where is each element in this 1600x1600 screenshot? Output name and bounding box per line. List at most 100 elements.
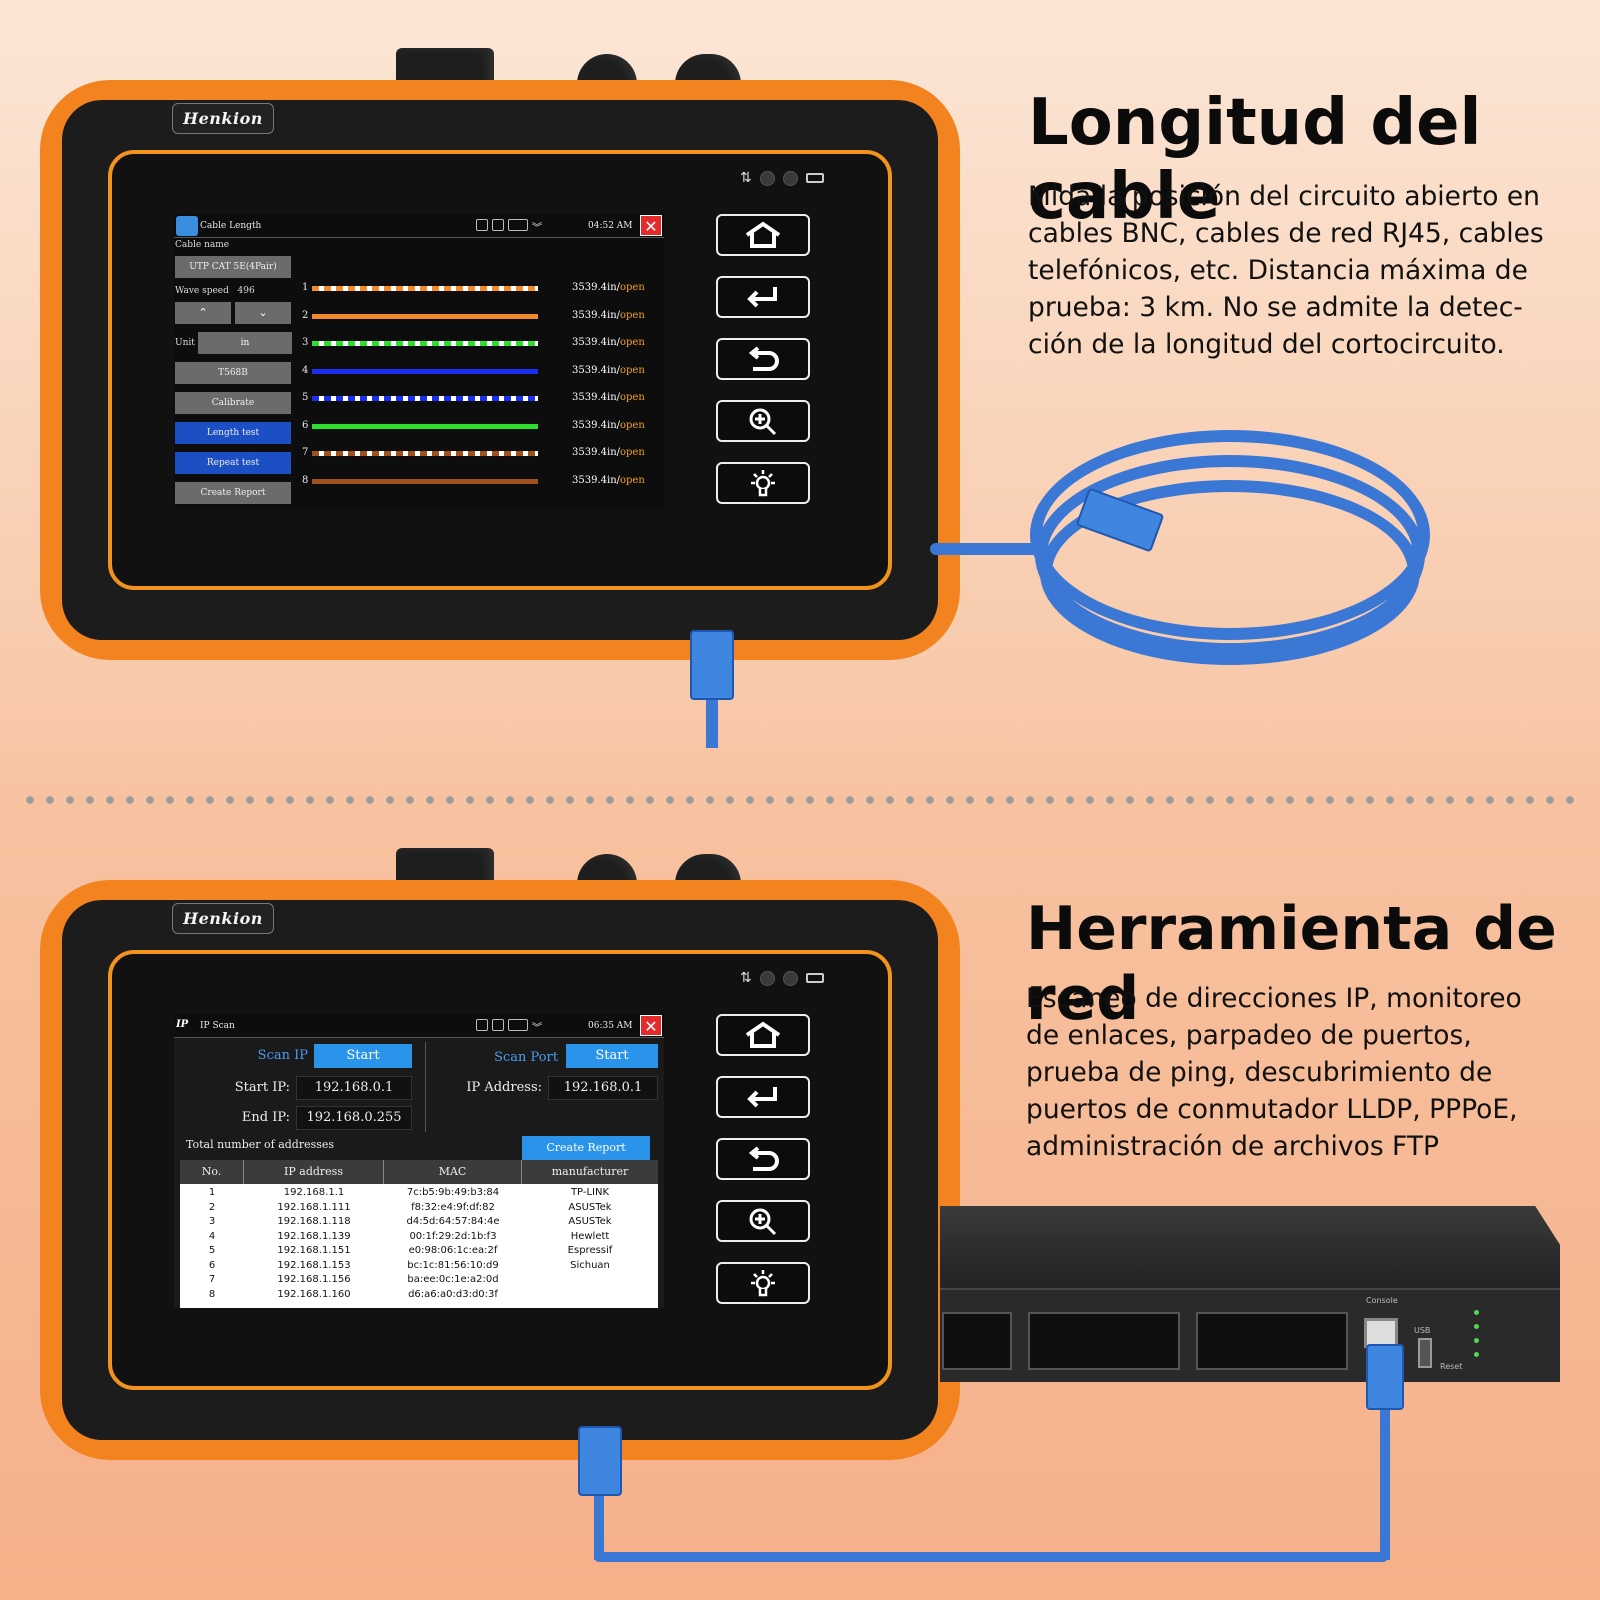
end-ip-input[interactable]: 192.168.0.255 [296, 1106, 412, 1130]
led-indicator [782, 970, 798, 986]
zoom-button[interactable] [716, 400, 810, 442]
cable-segment [930, 543, 1040, 555]
cable-name-select[interactable]: UTP CAT 5E(4Pair) [175, 256, 291, 278]
pair-number: 3 [302, 337, 309, 348]
wifi-icon: ︾ [532, 223, 542, 234]
back-icon [748, 1146, 779, 1171]
indicator-leds: ⇅ [740, 170, 824, 186]
cell-manufacturer: TP-LINK [570, 1187, 610, 1198]
cell-mac: bc:1c:81:56:10:d9 [407, 1259, 499, 1271]
cell-manufacturer: ASUSTek [568, 1216, 612, 1227]
rj45-plug [1366, 1344, 1404, 1410]
network-icon: ⇅ [740, 170, 752, 186]
wave-speed-down-button[interactable]: ⌄ [235, 302, 291, 324]
close-button[interactable]: ✕ [640, 215, 662, 236]
cell-no: 2 [208, 1201, 216, 1213]
panel-cable-length: Henkion ⇅ Cable Length ︾ 04:52 AM ✕ [40, 48, 1544, 748]
tester-device: Henkion ⇅ Cable Length ︾ 04:52 AM ✕ [40, 48, 960, 660]
column-header: manufacturer [551, 1165, 629, 1178]
charging-icon [805, 973, 824, 983]
cable-segment [594, 1496, 604, 1560]
pair-length: 3539.4in/open [572, 282, 645, 293]
cable-name-label: Cable name [175, 240, 230, 250]
enter-button[interactable] [716, 276, 810, 318]
cable-length-app-icon [176, 216, 198, 236]
hardware-buttons [716, 1014, 810, 1304]
repeat-test-button[interactable]: Repeat test [175, 452, 291, 474]
status-bar: IP IP Scan ︾ 06:35 AM ✕ [174, 1014, 664, 1038]
scan-port-start-button[interactable]: Start [566, 1044, 658, 1068]
wire-pair-row: 5 3539.4in/open [302, 392, 658, 406]
cell-manufacturer: ASUSTek [568, 1201, 612, 1213]
cell-ip: 192.168.1.160 [277, 1288, 351, 1300]
rj45-plug [578, 1426, 622, 1496]
cell-ip: 192.168.1.1 [283, 1187, 345, 1198]
length-value: 3539.4in/ [572, 447, 620, 458]
zoom-button[interactable] [716, 1200, 810, 1242]
usb-port [1418, 1338, 1432, 1368]
enter-button[interactable] [716, 1076, 810, 1118]
cable-segment [706, 700, 718, 748]
usb-label: USB [1414, 1326, 1431, 1335]
brand-logo: Henkion [172, 103, 274, 134]
home-button[interactable] [716, 1014, 810, 1056]
description-line: puertos de conmutador LLDP, PPPoE, [1026, 1094, 1518, 1125]
led-indicator [759, 970, 775, 986]
length-value: 3539.4in/ [572, 364, 620, 376]
wave-speed-up-button[interactable]: ⌃ [175, 302, 231, 324]
pair-length: 3539.4in/open [572, 392, 645, 403]
network-status-icon [492, 1019, 504, 1031]
wifi-icon: ︾ [532, 1023, 542, 1034]
calibrate-button[interactable]: Calibrate [175, 392, 291, 414]
length-test-button[interactable]: Length test [175, 422, 291, 444]
cell-no: 5 [208, 1245, 216, 1256]
home-button[interactable] [716, 214, 810, 256]
cell-ip: 192.168.1.153 [277, 1259, 351, 1271]
pair-number: 5 [302, 392, 309, 403]
wire-color-bar [312, 423, 538, 429]
dotted-divider [20, 796, 1580, 804]
standard-button[interactable]: T568B [175, 362, 291, 384]
battery-icon [508, 1019, 528, 1031]
length-value: 3539.4in/ [572, 309, 620, 321]
start-ip-label: Start IP: [234, 1080, 290, 1095]
unit-select[interactable]: in [198, 332, 292, 354]
cell-manufacturer: Hewlett [570, 1230, 610, 1242]
back-button[interactable] [716, 1138, 810, 1180]
close-button[interactable]: ✕ [640, 1015, 662, 1036]
pair-status: open [620, 474, 645, 486]
length-value: 3539.4in/ [572, 392, 620, 403]
pair-number: 7 [302, 447, 309, 458]
start-ip-input[interactable]: 192.168.0.1 [296, 1076, 412, 1100]
description-line: telefónicos, etc. Distancia máxima de [1028, 255, 1528, 286]
cell-no: 3 [208, 1216, 216, 1227]
scan-ip-start-button[interactable]: Start [314, 1044, 412, 1068]
ip-scan-app-icon: IP [176, 1019, 189, 1030]
indicator-leds: ⇅ [740, 970, 824, 986]
wire-color-bar [312, 341, 538, 346]
cell-no: 1 [208, 1187, 216, 1198]
panel-network-tool: Henkion ⇅ IP IP Scan ︾ 06:35 AM ✕ [0, 800, 1600, 1600]
back-button[interactable] [716, 338, 810, 380]
create-report-button[interactable]: Create Report [175, 482, 291, 504]
length-value: 3539.4in/ [572, 337, 620, 348]
pair-length: 3539.4in/open [572, 420, 645, 431]
light-button[interactable] [716, 1262, 810, 1304]
cell-mac: e0:98:06:1c:ea:2f [408, 1245, 498, 1256]
network-icon: ⇅ [740, 970, 752, 986]
length-value: 3539.4in/ [572, 419, 620, 431]
screen-cable-length: Cable Length ︾ 04:52 AM ✕ Cable name UTP… [174, 214, 664, 508]
create-report-button[interactable]: Create Report [522, 1136, 650, 1160]
ip-address-input[interactable]: 192.168.0.1 [548, 1076, 658, 1100]
light-button[interactable] [716, 462, 810, 504]
